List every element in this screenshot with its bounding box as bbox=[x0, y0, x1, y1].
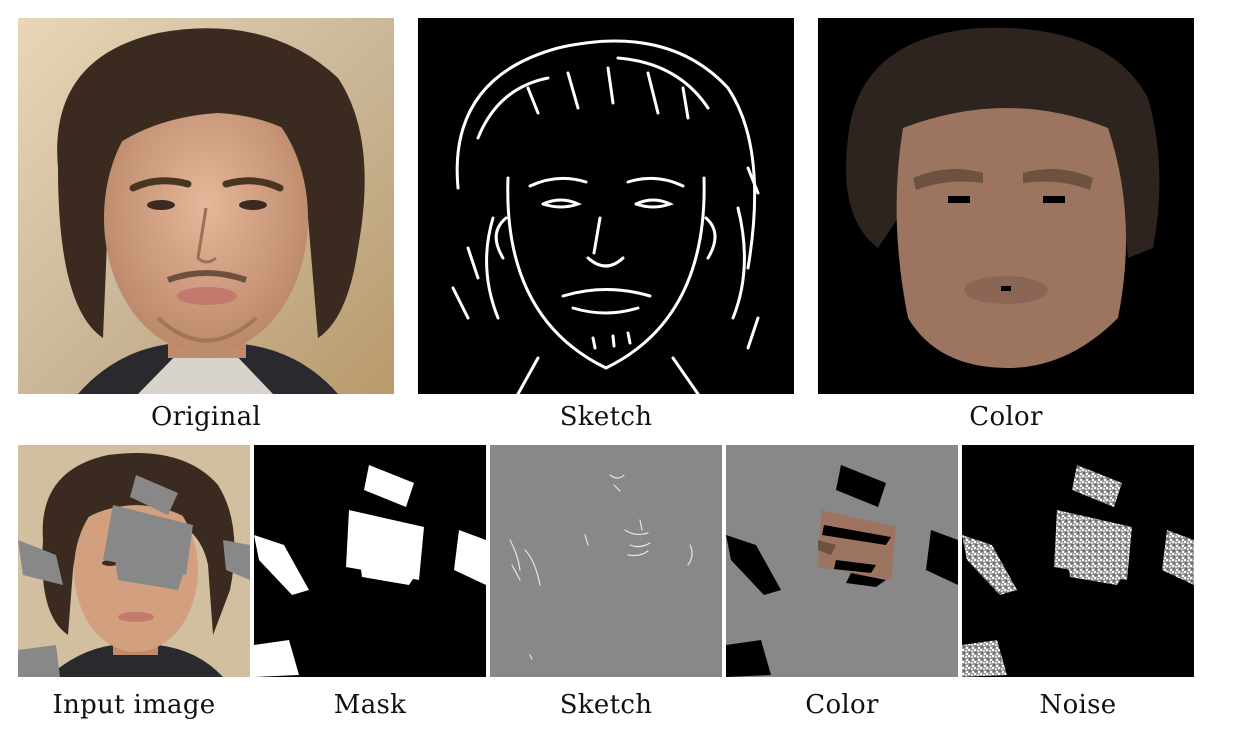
mask-panel bbox=[254, 445, 486, 677]
caption-color-top: Color bbox=[969, 402, 1043, 432]
sketch-edge-map bbox=[418, 18, 794, 394]
color-input-panel bbox=[726, 445, 958, 677]
caption-input-image: Input image bbox=[52, 690, 216, 720]
color-map bbox=[818, 18, 1194, 394]
original-photo bbox=[18, 18, 394, 394]
input-image bbox=[18, 445, 250, 677]
caption-color-bottom: Color bbox=[805, 690, 879, 720]
caption-original: Original bbox=[151, 402, 261, 432]
caption-sketch-bottom: Sketch bbox=[559, 690, 653, 720]
caption-noise: Noise bbox=[1039, 690, 1117, 720]
caption-sketch-top: Sketch bbox=[559, 402, 653, 432]
caption-mask: Mask bbox=[333, 690, 407, 720]
sketch-input-panel bbox=[490, 445, 722, 677]
noise-panel bbox=[962, 445, 1194, 677]
